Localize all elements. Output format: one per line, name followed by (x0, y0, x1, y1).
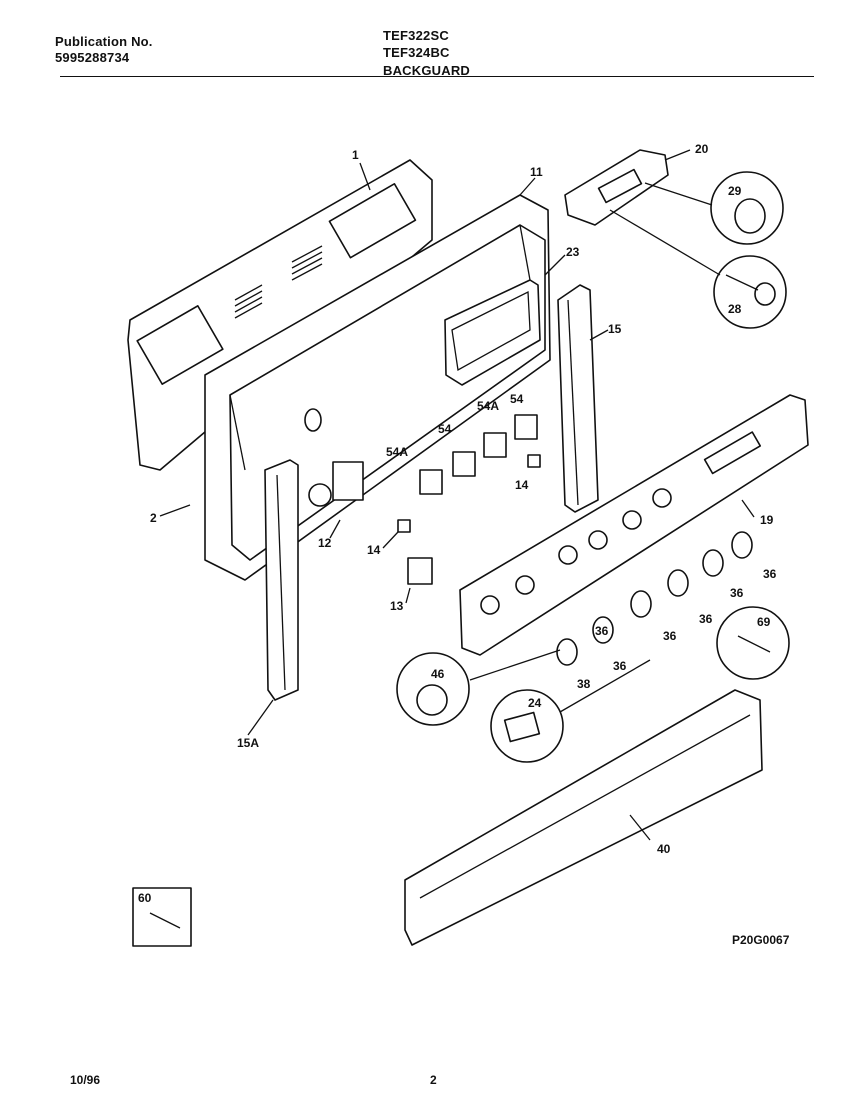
switch-parts (308, 414, 541, 585)
model-number-1: TEF322SC (383, 28, 449, 43)
knob-parts (556, 531, 753, 666)
callout-54-top: 54 (510, 392, 524, 406)
publication-label: Publication No. (55, 34, 153, 49)
diagram-code: P20G0067 (732, 933, 790, 947)
model-number-2: TEF324BC (383, 45, 450, 60)
callout-2: 2 (150, 511, 157, 525)
callout-14a: 14 (515, 478, 529, 492)
leader-lines (159, 149, 755, 841)
callout-40: 40 (657, 842, 671, 856)
callout-46: 46 (431, 667, 445, 681)
footer-page-number: 2 (430, 1073, 437, 1087)
callout-69: 69 (757, 615, 771, 629)
callout-54a: 54A (386, 445, 408, 459)
right-side-bracket-part (557, 284, 599, 513)
callout-14b: 14 (367, 543, 381, 557)
header-rule (60, 76, 814, 77)
callout-15: 15 (608, 322, 622, 336)
callout-11: 11 (530, 165, 543, 179)
callout-36a: 36 (763, 567, 777, 581)
callout-36d: 36 (663, 629, 677, 643)
callout-54a-top: 54A (477, 399, 499, 413)
clock-bracket-part (564, 149, 669, 226)
callout-28: 28 (728, 302, 742, 316)
left-side-bracket-part (264, 459, 299, 701)
callout-23: 23 (566, 245, 580, 259)
callout-60: 60 (138, 891, 152, 905)
footer-date: 10/96 (70, 1073, 101, 1087)
section-title: BACKGUARD (383, 63, 471, 78)
callout-15a: 15A (237, 736, 259, 750)
callout-54: 54 (438, 422, 452, 436)
detail-circles (132, 171, 790, 947)
callout-1: 1 (352, 148, 359, 162)
bottom-trim-part (404, 689, 763, 946)
publication-number: 5995288734 (55, 50, 130, 65)
callout-38: 38 (577, 677, 591, 691)
callout-labels: 1 11 20 29 23 28 15 54A 54 54 54A 14 19 … (138, 142, 777, 905)
callout-20: 20 (695, 142, 709, 156)
callout-12: 12 (318, 536, 332, 550)
callout-36b: 36 (730, 586, 744, 600)
callout-36c: 36 (699, 612, 713, 626)
callout-36e: 36 (613, 659, 627, 673)
callout-19: 19 (760, 513, 774, 527)
part-60-box (132, 887, 192, 947)
bracket-part (444, 279, 541, 386)
callout-13: 13 (390, 599, 404, 613)
callout-29: 29 (728, 184, 742, 198)
callout-36f: 36 (595, 624, 609, 638)
callout-24: 24 (528, 696, 542, 710)
control-panel-part (459, 394, 809, 656)
